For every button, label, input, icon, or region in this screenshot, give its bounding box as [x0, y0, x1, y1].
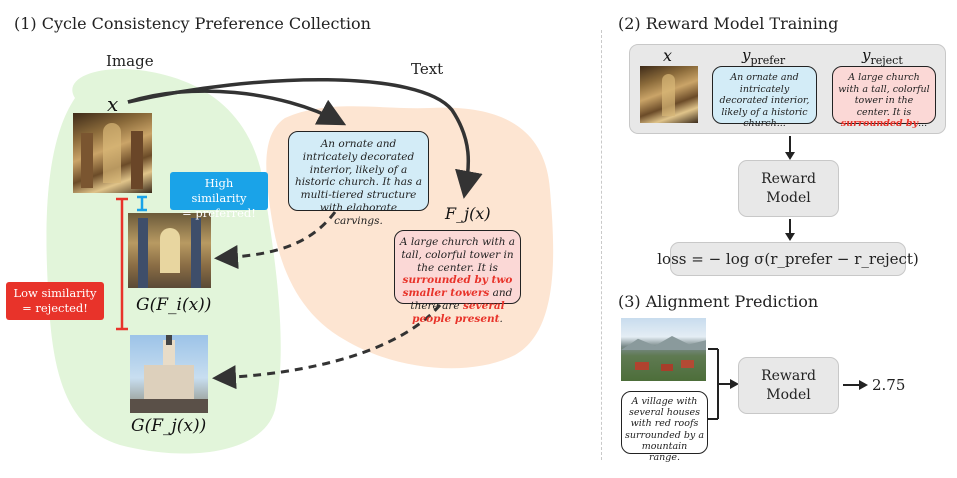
merge-bracket: [708, 348, 739, 420]
reject-caption-hallucination: surrounded by: [840, 118, 919, 130]
high-similarity-line2: = preferred!: [182, 205, 256, 220]
section-divider: [601, 30, 602, 460]
dashed-arrow-to-gfj: [212, 304, 442, 390]
low-similarity-callout: Low similarity = rejected!: [6, 282, 104, 320]
text-label: Text: [411, 60, 444, 78]
preferred-caption-text: An ornate and intricately decorated inte…: [294, 138, 423, 227]
village-caption-bubble: A village with several houses with red r…: [621, 391, 708, 463]
low-similarity-line2: = rejected!: [22, 300, 88, 315]
high-similarity-callout: High similarity = preferred!: [170, 172, 268, 220]
image-label: Image: [106, 52, 154, 70]
reward-model-line1: Reward: [761, 368, 816, 385]
dashed-arrow-to-gfi: [214, 211, 337, 269]
preferred-caption-bubble: An ornate and intricately decorated inte…: [288, 131, 429, 227]
fj-label: F_j(x): [445, 204, 491, 223]
reward-model-line2: Model: [766, 189, 811, 206]
low-similarity-line1: Low similarity: [13, 286, 97, 300]
arrow-x-to-fj: [127, 77, 483, 199]
rejected-caption-part2: and there are: [410, 287, 513, 312]
rejected-caption-part1: A large church with a tall, colorful tow…: [399, 236, 516, 274]
alignment-score: 2.75: [872, 376, 906, 394]
arrow-icon: [785, 219, 795, 241]
church-interior-image: [640, 66, 698, 123]
church-exterior-image: [130, 335, 208, 413]
gfj-label: G(F_j(x)): [131, 416, 207, 436]
y-reject-header: yreject: [862, 46, 903, 67]
x-header: x: [663, 46, 673, 65]
arrow-icon: [785, 136, 795, 160]
gfi-label: G(F_i(x)): [136, 295, 212, 315]
reject-caption-part2: ...: [918, 118, 928, 130]
section3-title: (3) Alignment Prediction: [618, 292, 819, 311]
rejected-caption-hallucination1: surrounded by two smaller towers: [402, 274, 513, 300]
prefer-caption-text: An ornate and intricately decorated inte…: [719, 72, 810, 130]
rejected-caption-hallucination2: several people present: [412, 299, 505, 325]
section2-title: (2) Reward Model Training: [618, 14, 839, 33]
arrow-icon: [843, 380, 868, 390]
church-nave-image: [128, 213, 211, 288]
village-caption-text: A village with several houses with red r…: [625, 396, 704, 464]
village-landscape-image: [621, 318, 706, 381]
y-prefer-header: yprefer: [742, 46, 786, 67]
high-similarity-line1: High similarity: [191, 176, 247, 205]
church-interior-image: [73, 113, 152, 193]
reject-caption-part1: A large church with a tall, colorful tow…: [838, 72, 930, 118]
rejected-caption-part3: .: [499, 312, 503, 325]
x-label: x: [107, 92, 119, 116]
section1-title: (1) Cycle Consistency Preference Collect…: [14, 14, 371, 33]
rejected-caption-bubble: A large church with a tall, colorful tow…: [394, 230, 521, 325]
reward-model-line1: Reward: [761, 171, 816, 188]
loss-box: loss = − log σ(r_prefer − r_reject): [657, 242, 919, 276]
reject-caption-bubble: A large church with a tall, colorful tow…: [832, 66, 936, 129]
loss-formula: loss = − log σ(r_prefer − r_reject): [657, 250, 919, 268]
reward-model-line2: Model: [766, 386, 811, 403]
prefer-caption-bubble: An ornate and intricately decorated inte…: [712, 66, 817, 129]
